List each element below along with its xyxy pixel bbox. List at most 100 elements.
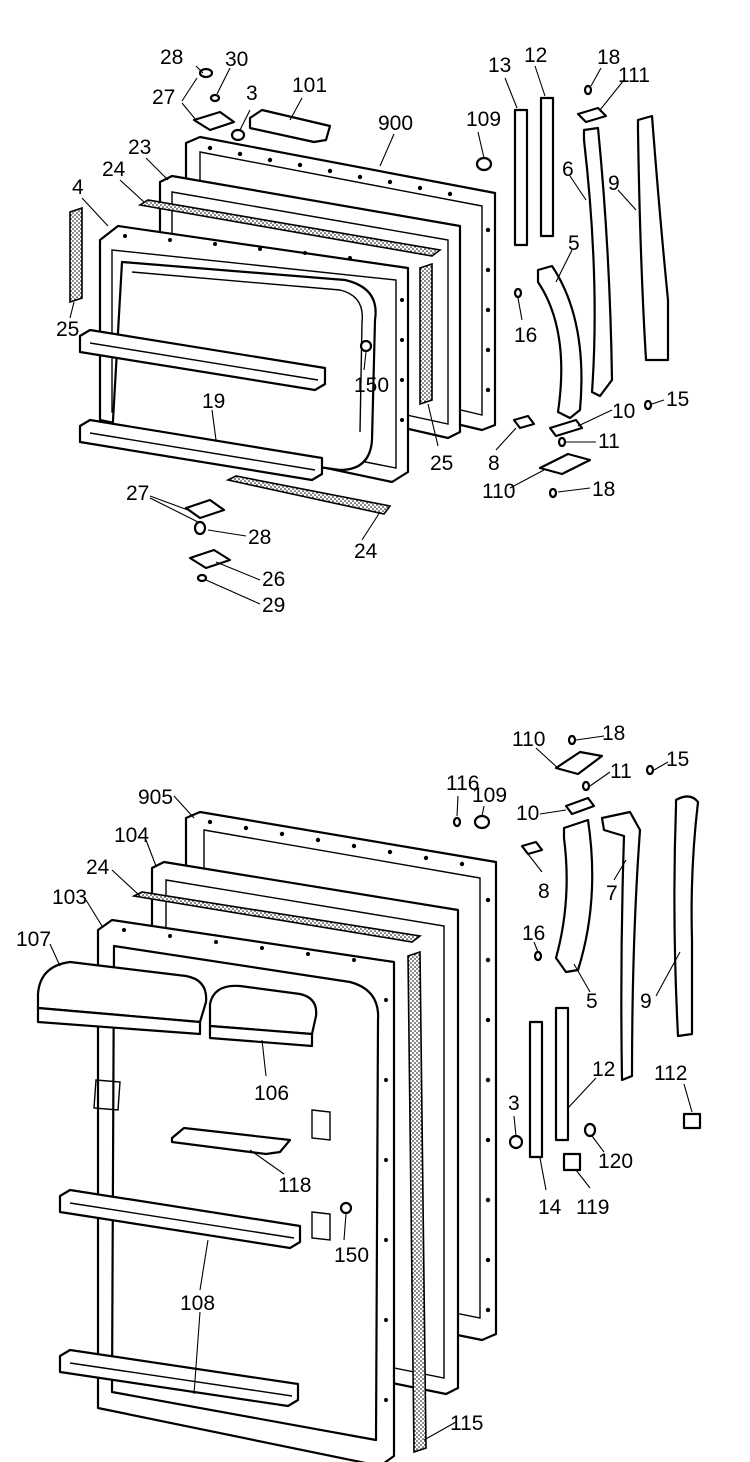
callout-11-lower: 11 <box>610 760 632 783</box>
screw-150-lower <box>339 1201 353 1215</box>
callout-29: 29 <box>262 594 285 617</box>
clip-112 <box>682 1112 702 1130</box>
callout-101: 101 <box>292 74 327 97</box>
callout-112: 112 <box>654 1062 687 1085</box>
callout-15-upper: 15 <box>666 388 689 411</box>
handle-cover-9 <box>636 114 670 362</box>
screw-29 <box>196 573 208 583</box>
plate-10-upper <box>548 418 584 438</box>
callout-18-lower: 18 <box>602 722 625 745</box>
callout-905: 905 <box>138 786 173 809</box>
liner-ribs <box>93 1079 331 1241</box>
callout-6-upper: 6 <box>562 158 574 181</box>
callout-106: 106 <box>254 1082 289 1105</box>
callout-10-lower: 10 <box>516 802 539 825</box>
callout-108: 108 <box>180 1292 215 1315</box>
callout-16-lower: 16 <box>522 922 545 945</box>
callout-7: 7 <box>606 882 618 905</box>
handle-cover-9-lower <box>673 795 700 1038</box>
hinge-27-top <box>192 110 236 132</box>
screw-18-bottom <box>548 487 558 499</box>
callout-24-bottom: 24 <box>354 540 378 563</box>
plug-3-lower <box>508 1134 524 1150</box>
callout-28-bottom: 28 <box>248 526 271 549</box>
handle-bracket-5-lower <box>554 818 594 974</box>
screw-116 <box>452 816 462 828</box>
callout-107: 107 <box>16 928 51 951</box>
callout-3-lower: 3 <box>508 1092 520 1115</box>
screw-30 <box>209 93 221 103</box>
screw-16-upper <box>513 287 523 299</box>
callout-109-upper: 109 <box>466 108 501 131</box>
callout-4: 4 <box>72 176 84 199</box>
callout-116: 116 <box>446 772 479 795</box>
handle-trim-6 <box>582 126 614 398</box>
callout-900: 900 <box>378 112 413 135</box>
lower-callouts: 110 18 11 15 116 109 905 10 104 24 8 103… <box>16 722 689 1435</box>
callout-11-upper: 11 <box>598 430 620 453</box>
callout-3-upper: 3 <box>246 82 258 105</box>
compartment-106 <box>208 984 318 1048</box>
callout-12-upper: 12 <box>524 44 547 67</box>
callout-12-lower: 12 <box>592 1058 615 1081</box>
callout-19: 19 <box>202 390 225 413</box>
breaker-strip-24-top <box>137 199 442 257</box>
callout-30: 30 <box>225 48 248 71</box>
callout-150-upper: 150 <box>354 374 389 397</box>
screw-11-lower <box>581 780 591 792</box>
strip-12 <box>539 96 555 238</box>
callout-16-upper: 16 <box>514 324 537 347</box>
upper-callouts: 28 30 27 3 101 900 109 13 12 18 111 23 2… <box>56 44 689 617</box>
callout-18-bottom: 18 <box>592 478 615 501</box>
callout-10-upper: 10 <box>612 400 635 423</box>
side-strip-25-left <box>69 206 83 304</box>
callout-5-upper: 5 <box>568 232 580 255</box>
callout-25-right: 25 <box>430 452 453 475</box>
side-strip-115 <box>407 950 427 1454</box>
callout-14: 14 <box>538 1196 562 1219</box>
callout-5-lower: 5 <box>586 990 598 1013</box>
upper-leader-lines <box>69 65 665 605</box>
strip-14 <box>528 1020 544 1159</box>
callout-110-upper: 110 <box>482 480 515 503</box>
dairy-compartment-107 <box>36 960 208 1036</box>
lower-leader-lines <box>49 735 693 1441</box>
cap-8-lower <box>520 840 544 856</box>
callout-23: 23 <box>128 136 151 159</box>
callout-9-lower: 9 <box>640 990 652 1013</box>
callout-9-upper: 9 <box>608 172 620 195</box>
callout-13: 13 <box>488 54 511 77</box>
handle-trim-7 <box>600 810 642 1082</box>
door-shelf-108 <box>58 1188 302 1408</box>
callout-118: 118 <box>278 1174 311 1197</box>
plug-3 <box>230 128 246 142</box>
plate-10-lower <box>564 796 596 816</box>
door-shelf-19 <box>78 328 327 482</box>
callout-25-left: 25 <box>56 318 79 341</box>
callout-24-top: 24 <box>102 158 126 181</box>
callout-28-top: 28 <box>160 46 183 69</box>
tray-118 <box>170 1126 292 1156</box>
hinge-27-bottom <box>184 498 226 520</box>
clip-111 <box>576 106 608 124</box>
pin-28-top <box>198 67 214 79</box>
fresh-food-door-assembly: 110 18 11 15 116 109 905 10 104 24 8 103… <box>16 722 702 1462</box>
handle-101 <box>248 108 332 144</box>
hinge-26 <box>188 548 232 570</box>
plug-109-upper <box>475 156 493 172</box>
screw-120 <box>583 1122 597 1138</box>
inner-liner-103 <box>96 918 396 1462</box>
strip-12-lower <box>554 1006 570 1142</box>
cap-8-upper <box>512 414 536 430</box>
cover-110-lower <box>554 750 604 776</box>
callout-15-lower: 15 <box>666 748 689 771</box>
callout-103: 103 <box>52 886 87 909</box>
callout-119: 119 <box>576 1196 609 1219</box>
screw-15-upper <box>643 399 653 411</box>
breaker-strip-24-bottom <box>225 475 392 515</box>
callout-111: 111 <box>618 64 650 87</box>
screw-11-upper <box>557 436 567 448</box>
callout-150-lower: 150 <box>334 1244 369 1267</box>
callout-115: 115 <box>450 1412 483 1435</box>
